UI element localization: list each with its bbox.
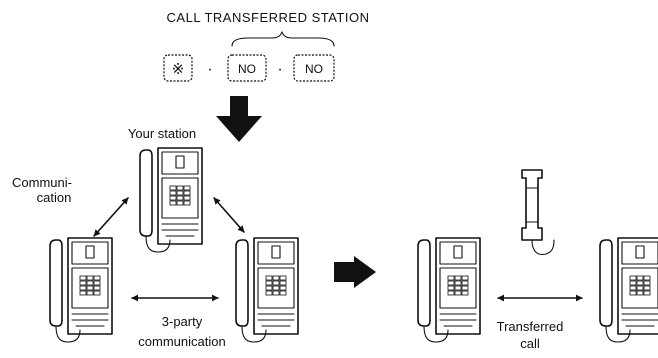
dial-key-3-label: NO xyxy=(305,62,323,76)
diagram-title: CALL TRANSFERRED STATION xyxy=(167,10,370,25)
left-station-intercom xyxy=(50,238,112,342)
communication-label-line2: cation xyxy=(37,190,72,205)
communication-arrow-right xyxy=(214,198,244,232)
transfer-right-station-intercom xyxy=(600,238,658,342)
dial-separator-2: · xyxy=(277,61,282,78)
your-station-intercom xyxy=(140,148,202,252)
communication-arrow-left xyxy=(94,198,128,236)
three-party-label-line2: communication xyxy=(138,334,225,349)
communication-label-line1: Communi- xyxy=(12,175,72,190)
right-arrow-icon xyxy=(334,256,376,288)
down-arrow-icon xyxy=(216,96,262,142)
dial-separator-1: · xyxy=(207,61,212,78)
transferred-label-line2: call xyxy=(520,336,540,351)
transfer-left-station-intercom xyxy=(418,238,480,342)
your-station-label: Your station xyxy=(128,126,196,141)
dial-key-1-label: ※ xyxy=(172,61,185,78)
dial-key-2: NO xyxy=(228,55,266,81)
dial-key-1: ※ xyxy=(164,55,192,81)
dial-key-2-label: NO xyxy=(238,62,256,76)
three-party-label-line1: 3-party xyxy=(162,314,203,329)
hanging-handset-icon xyxy=(522,170,554,254)
middle-station-intercom xyxy=(236,238,298,342)
brace-icon xyxy=(232,32,334,46)
transferred-label-line1: Transferred xyxy=(497,319,564,334)
dial-key-3: NO xyxy=(294,55,334,81)
